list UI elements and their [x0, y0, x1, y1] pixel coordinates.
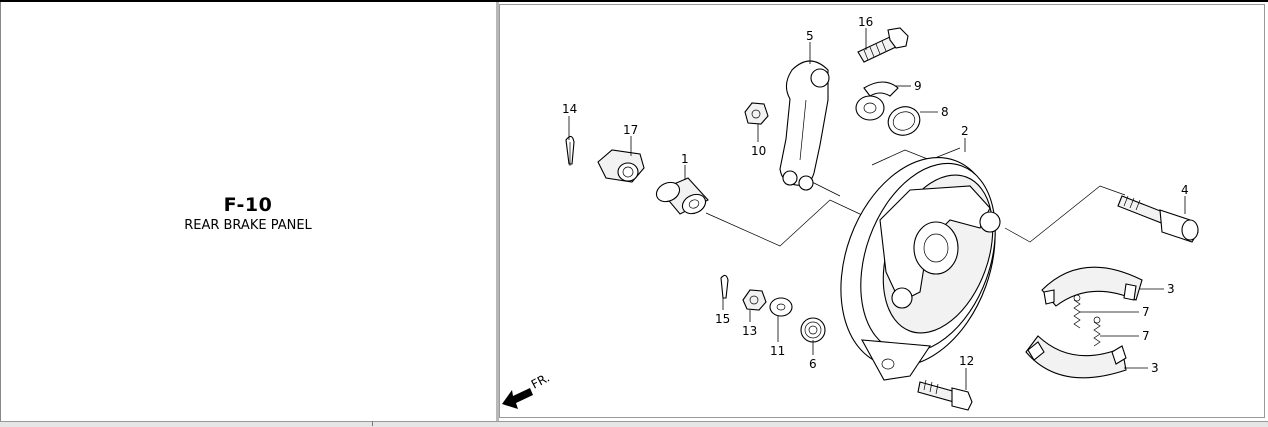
bolt-part-12	[917, 379, 973, 411]
callout-9: 9	[914, 79, 922, 93]
parts-diagram-panel	[499, 4, 1265, 418]
cotter-pin-part-15	[720, 274, 729, 299]
collar-part-1	[655, 177, 709, 215]
callout-10: 10	[751, 144, 766, 158]
brake-panel-part-2	[840, 157, 1001, 381]
bearing-part-6	[800, 317, 826, 343]
callout-3-upper: 3	[1167, 282, 1175, 296]
callout-2: 2	[961, 124, 969, 138]
bolt-part-16	[857, 27, 909, 63]
washer-part-11	[769, 297, 793, 317]
cotter-pin-part-14	[565, 135, 575, 166]
callout-14: 14	[562, 102, 577, 116]
callout-7-lower: 7	[1142, 329, 1150, 343]
front-direction-arrow-icon	[502, 388, 533, 409]
bottom-strip	[0, 421, 1268, 427]
callout-12: 12	[959, 354, 974, 368]
brake-shoe-lower-part-3	[1025, 335, 1127, 379]
brake-shoe-upper-part-3	[1041, 266, 1143, 307]
callout-13: 13	[742, 324, 757, 338]
callout-3-lower: 3	[1151, 361, 1159, 375]
front-direction-label: FR.	[529, 371, 552, 392]
return-spring-upper-part-7	[1073, 294, 1081, 329]
callout-4: 4	[1181, 183, 1189, 197]
nut-part-10	[744, 102, 769, 125]
section-title: REAR BRAKE PANEL	[184, 218, 312, 233]
return-spring-lower-part-7	[1093, 316, 1101, 347]
assembly-line-pivot	[1004, 185, 1126, 243]
callout-7-upper: 7	[1142, 305, 1150, 319]
callout-17: 17	[623, 123, 638, 137]
callout-16: 16	[858, 15, 873, 29]
callout-6: 6	[809, 357, 817, 371]
callout-5: 5	[806, 29, 814, 43]
section-code: F-10	[223, 194, 273, 216]
indicator-plate-part-9	[855, 81, 899, 121]
castle-nut-part-17	[597, 149, 645, 183]
nut-part-13	[742, 289, 767, 311]
section-info-panel	[0, 2, 496, 422]
assembly-line-axle	[705, 199, 863, 247]
callout-1: 1	[681, 152, 689, 166]
brake-cam-part-4	[1117, 195, 1199, 243]
assembly-line-lever	[811, 181, 841, 197]
panel-divider	[496, 2, 499, 426]
callout-8: 8	[941, 105, 949, 119]
callout-15: 15	[715, 312, 730, 326]
brake-arm-part-5	[779, 60, 830, 191]
callout-11: 11	[770, 344, 785, 358]
assembly-line-cam	[871, 147, 961, 166]
felt-seal-part-8	[887, 106, 921, 136]
bottom-strip-divider	[372, 421, 373, 426]
